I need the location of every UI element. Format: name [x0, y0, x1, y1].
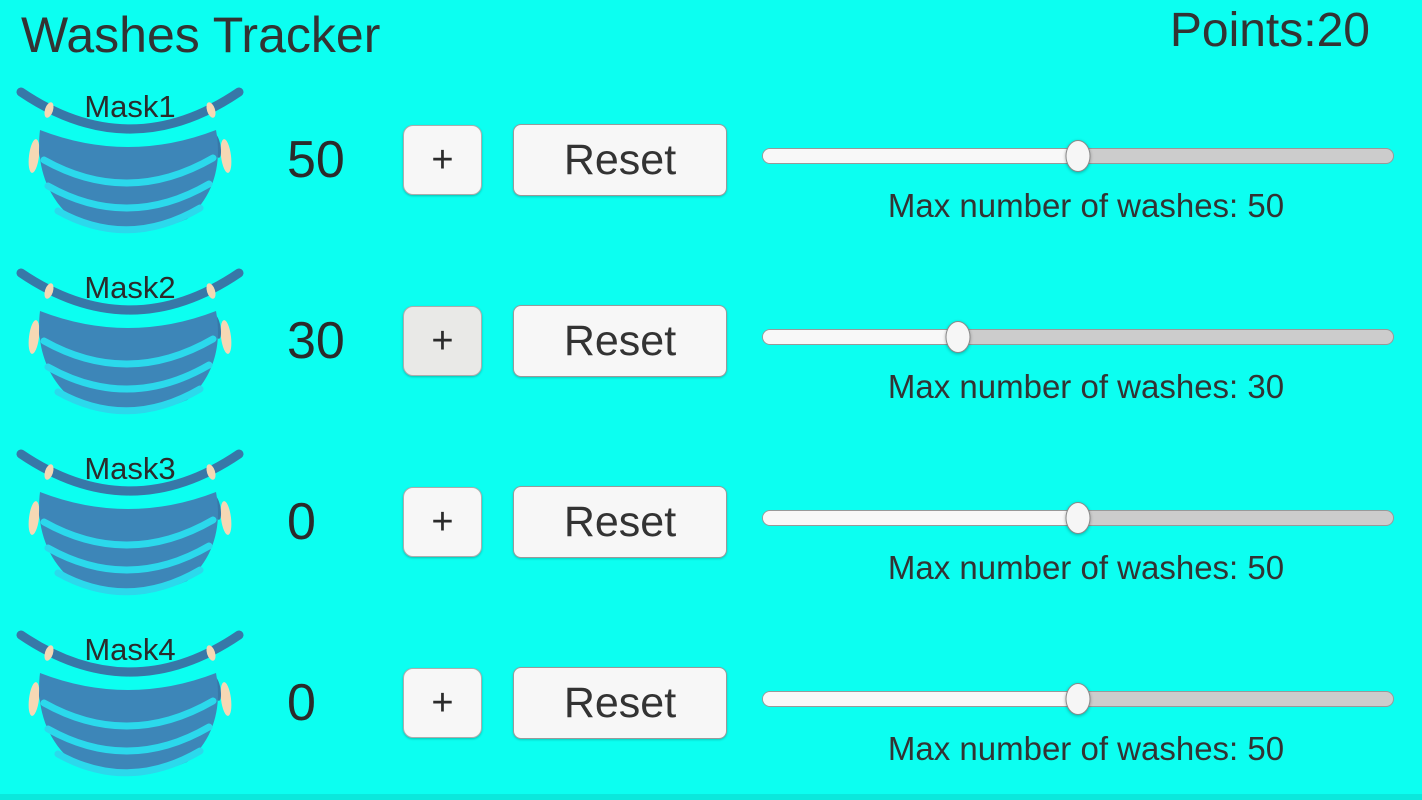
mask-row: Mask2 30 + Reset Max number of washes: 3… [0, 260, 1422, 441]
face-mask-icon [16, 449, 244, 596]
wash-count: 0 [287, 493, 316, 551]
face-mask-icon [16, 268, 244, 415]
mask-label: Mask3 [84, 451, 176, 486]
max-washes-label: Max number of washes: 50 [887, 549, 1285, 586]
slider-thumb[interactable] [1065, 502, 1091, 534]
increment-button[interactable]: + [403, 487, 482, 557]
slider-track[interactable] [762, 329, 1394, 345]
mask-icon: Mask1 [15, 80, 245, 245]
max-washes-slider[interactable] [762, 502, 1394, 534]
max-washes-slider[interactable] [762, 321, 1394, 353]
mask-row: Mask3 0 + Reset Max number of washes: 50 [0, 441, 1422, 622]
mask-label: Mask4 [84, 632, 176, 667]
reset-button[interactable]: Reset [513, 667, 727, 739]
bottom-strip [0, 794, 1422, 800]
slider-thumb[interactable] [1065, 683, 1091, 715]
face-mask-icon [16, 630, 244, 777]
increment-button[interactable]: + [403, 668, 482, 738]
max-washes-slider[interactable] [762, 683, 1394, 715]
increment-button[interactable]: + [403, 306, 482, 376]
mask-label: Mask1 [84, 89, 176, 124]
slider-thumb[interactable] [945, 321, 971, 353]
reset-button[interactable]: Reset [513, 305, 727, 377]
max-washes-label: Max number of washes: 30 [887, 368, 1285, 405]
slider-fill [763, 330, 959, 344]
slider-fill [763, 692, 1078, 706]
max-washes-label: Max number of washes: 50 [887, 187, 1285, 224]
app-title: Washes Tracker [21, 7, 381, 63]
mask-icon: Mask4 [15, 623, 245, 788]
points-value: 20 [1316, 4, 1370, 57]
mask-row: Mask4 0 + Reset Max number of washes: 50 [0, 622, 1422, 800]
wash-count: 50 [287, 131, 345, 189]
mask-label: Mask2 [84, 270, 176, 305]
wash-count: 30 [287, 312, 345, 370]
points-display: Points:20 [1169, 4, 1370, 58]
increment-button[interactable]: + [403, 125, 482, 195]
max-washes-label: Max number of washes: 50 [887, 730, 1285, 767]
mask-row: Mask1 50 + Reset Max number of washes: 5… [0, 79, 1422, 260]
reset-button[interactable]: Reset [513, 124, 727, 196]
points-label: Points: [1169, 4, 1317, 57]
slider-thumb[interactable] [1065, 140, 1091, 172]
wash-count: 0 [287, 674, 316, 732]
max-washes-slider[interactable] [762, 140, 1394, 172]
face-mask-icon [16, 87, 244, 234]
mask-icon: Mask3 [15, 442, 245, 607]
slider-fill [763, 149, 1078, 163]
mask-icon: Mask2 [15, 261, 245, 426]
reset-button[interactable]: Reset [513, 486, 727, 558]
slider-fill [763, 511, 1078, 525]
